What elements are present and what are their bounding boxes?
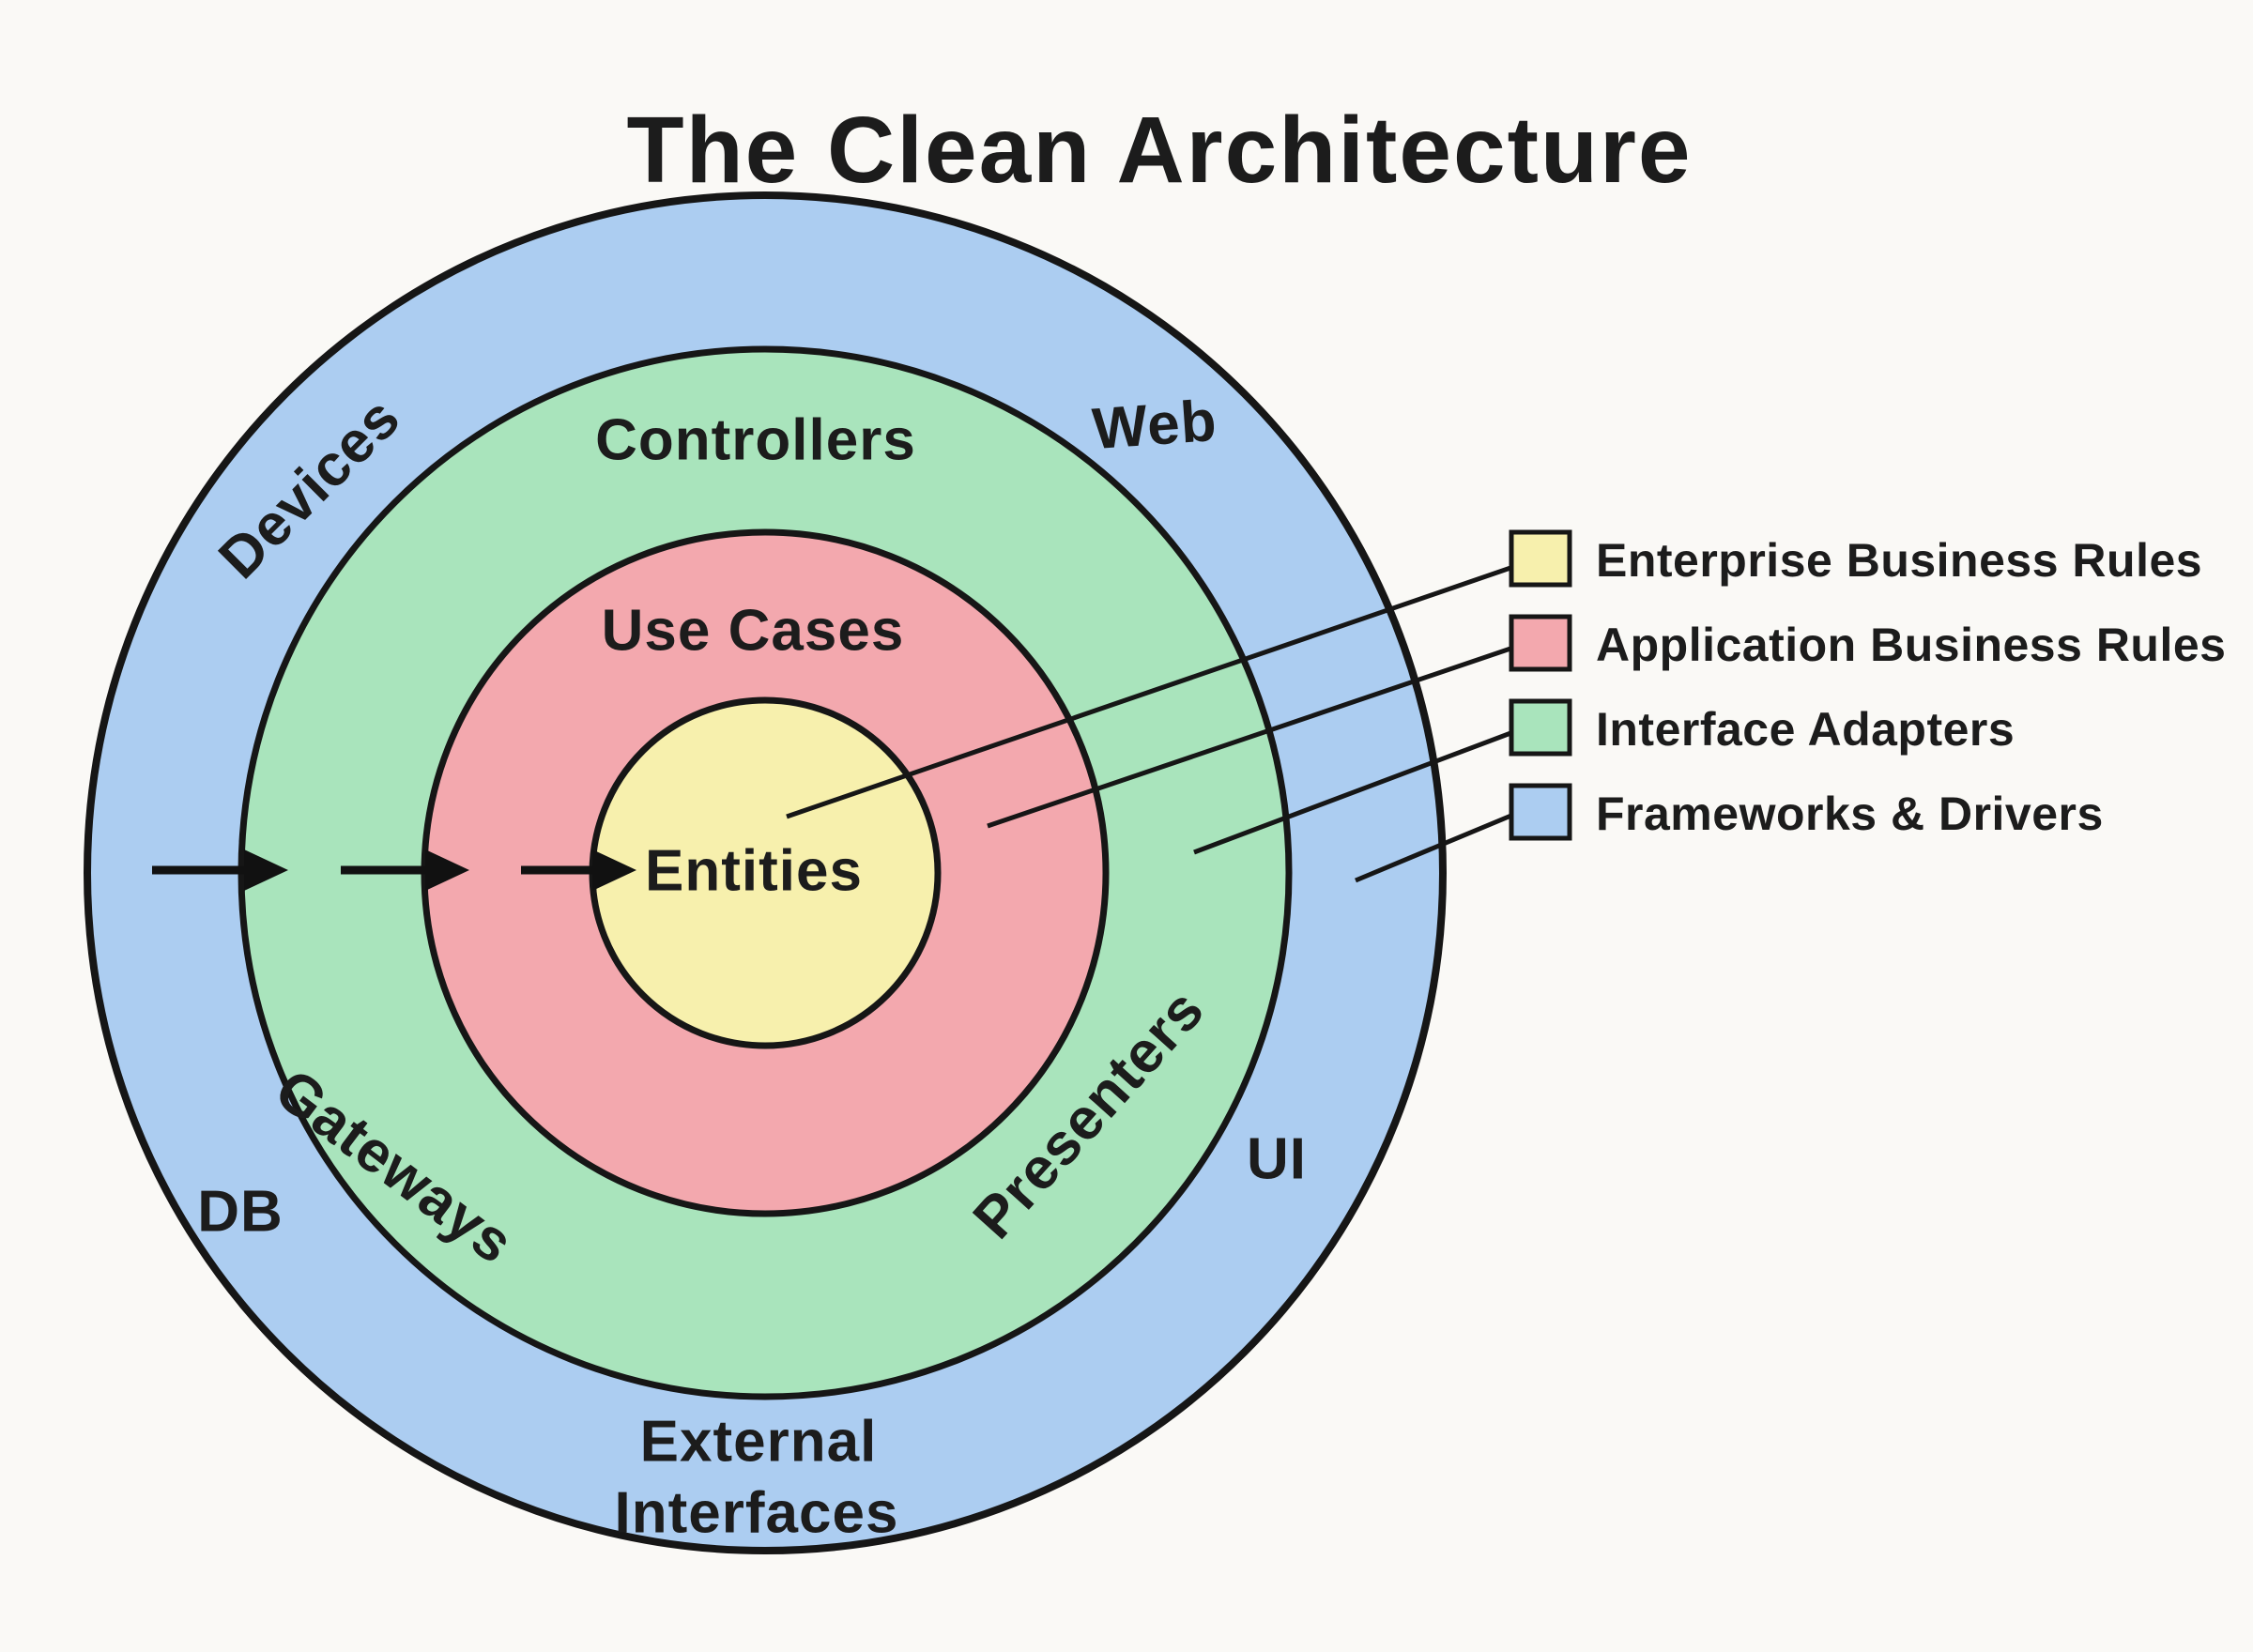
diagram-title: The Clean Architecture xyxy=(626,98,1692,203)
legend-swatch-enterprise xyxy=(1509,529,1572,588)
legend-swatch-application xyxy=(1509,614,1572,672)
legend-connector-lines xyxy=(786,564,1514,883)
dependency-arrow-inner xyxy=(521,849,636,891)
legend: Enterprise Business Rules Application Bu… xyxy=(1509,529,2226,841)
legend-label-adapters: Interface Adapters xyxy=(1596,703,2015,756)
dependency-arrow-middle xyxy=(341,849,469,891)
legend-label-application: Application Business Rules xyxy=(1596,619,2226,671)
label-controllers: Controllers xyxy=(595,408,916,473)
legend-connector-adapters xyxy=(1193,729,1514,855)
label-ui: UI xyxy=(1247,1127,1307,1192)
legend-item: Enterprise Business Rules xyxy=(1509,529,2202,588)
label-entities: Entities xyxy=(645,839,863,904)
label-db: DB xyxy=(197,1180,284,1245)
legend-connector-entities xyxy=(786,564,1514,819)
legend-item: Application Business Rules xyxy=(1509,614,2226,672)
label-web: Web xyxy=(1090,389,1218,462)
legend-label-frameworks: Frameworks & Drivers xyxy=(1596,788,2104,840)
legend-swatch-adapters xyxy=(1509,698,1572,757)
legend-connector-use-cases xyxy=(987,645,1514,829)
dependency-arrow-outer xyxy=(152,849,288,891)
legend-swatch-frameworks xyxy=(1509,783,1572,841)
legend-connector-frameworks xyxy=(1355,812,1514,883)
label-use-cases: Use Cases xyxy=(602,599,905,664)
dependency-arrows xyxy=(152,849,636,891)
legend-item: Interface Adapters xyxy=(1509,698,2015,757)
legend-item: Frameworks & Drivers xyxy=(1509,783,2104,841)
label-external-interfaces-line2: Interfaces xyxy=(615,1481,899,1546)
label-external-interfaces-line1: External xyxy=(640,1410,878,1475)
legend-label-enterprise: Enterprise Business Rules xyxy=(1596,534,2202,587)
